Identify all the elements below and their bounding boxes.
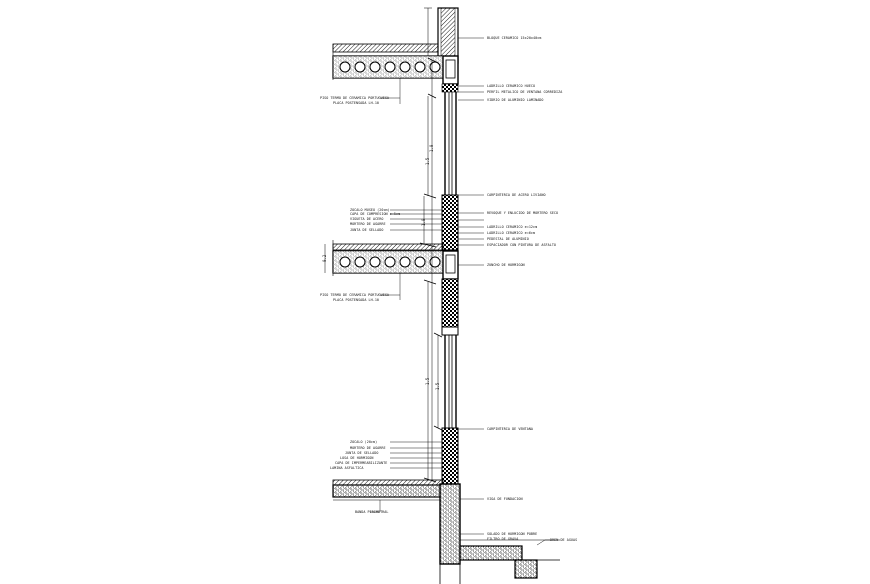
dim-text-5: 1.5	[435, 382, 440, 390]
label-base-f: LAMINA ASFALTICA	[330, 466, 364, 470]
label-foundation-note: VIGA DE FUNDACION	[487, 497, 523, 501]
label-window-low: CARPINTERIA DE VENTANA	[487, 427, 534, 431]
upper-slab	[332, 43, 459, 85]
label-left-mid-c: VIGUETA DE ACERO	[350, 217, 384, 221]
label-lintel-c: VIDRIO DE ALUMINIO LAMINADO	[487, 98, 544, 102]
label-mid-e: PEDESTAL DE ALUMINIO	[487, 237, 529, 241]
dim-text-1: 1.5	[425, 157, 430, 165]
label-beam: ZUNCHO DE HORMIGON	[487, 263, 525, 267]
foundation	[332, 479, 560, 584]
label-mid-d: LADRILLO CERAMICO e=6cm	[487, 231, 536, 235]
label-base-c: JUNTA DE SELLADO	[345, 451, 379, 455]
label-top-block: BLOQUE CERAMICO 15x20x40cm	[487, 36, 542, 40]
label-mid-a: CARPINTERIA DE ACERO LIVIANO	[487, 193, 546, 197]
label-right-low: DREN DE AGUAS	[550, 538, 578, 542]
label-left-mid-d: MORTERO DE AGARRE	[350, 222, 386, 226]
label-left-mid-b: CAPA DE COMPRESION e=5cm	[350, 212, 401, 216]
label-footing-b: FILTRO DE GRAVA	[487, 537, 519, 541]
label-mid-f: ESPACIADOR CON PINTURA DE ASFALTO	[487, 243, 557, 247]
top-parapet	[424, 7, 459, 64]
label-left-mid-e: JUNTA DE SELLADO	[350, 228, 384, 232]
dim-text-2: 1.0	[429, 144, 434, 152]
middle-wall	[441, 194, 459, 251]
label-floor-note: BANDA PERIMETRAL	[355, 510, 389, 514]
label-slab2-note-a: PISO TERMO DE CERAMICA PORTUGUESA	[320, 293, 390, 297]
dimension-lines	[419, 57, 443, 483]
leader-lines	[370, 37, 550, 546]
dim-text-6: 0.2	[322, 254, 327, 262]
dim-text-4: 1.5	[425, 377, 430, 385]
label-mid-b: REVOQUE Y ENLUCIDO DE MORTERO SECO	[487, 211, 559, 215]
label-slab2-note-b: PLACA POSTENSADA LH-10	[333, 298, 380, 302]
lower-wall	[441, 278, 459, 485]
label-lintel-a: LADRILLO CERAMICO HUECO	[487, 84, 536, 88]
label-footing-a: SOLADO DE HORMIGON POBRE	[487, 532, 538, 536]
dim-text-3: 1.0	[421, 218, 426, 226]
label-base-e: CAPA DE IMPERMEABILIZANTE	[335, 461, 388, 465]
upper-window	[441, 83, 459, 195]
label-slab1-note-a: PISO TERMO DE CERAMICA PORTUGUESA	[320, 96, 390, 100]
middle-slab	[324, 240, 459, 280]
label-slab1-note-b: PLACA POSTENSADA LH-10	[333, 101, 380, 105]
label-mid-c: LADRILLO CERAMICO e=12cm	[487, 225, 538, 229]
label-base-a: ZOCALO (20cm)	[350, 440, 378, 444]
label-base-b: MORTERO DE AGARRE	[350, 446, 386, 450]
label-left-mid-a: ZOCALO MUSEO (20cm)	[350, 208, 390, 212]
label-base-d: LOSA DE HORMIGON	[340, 456, 374, 460]
label-lintel-b: PERFIL METALICO DE VENTANA CORREDIZA	[487, 90, 563, 94]
